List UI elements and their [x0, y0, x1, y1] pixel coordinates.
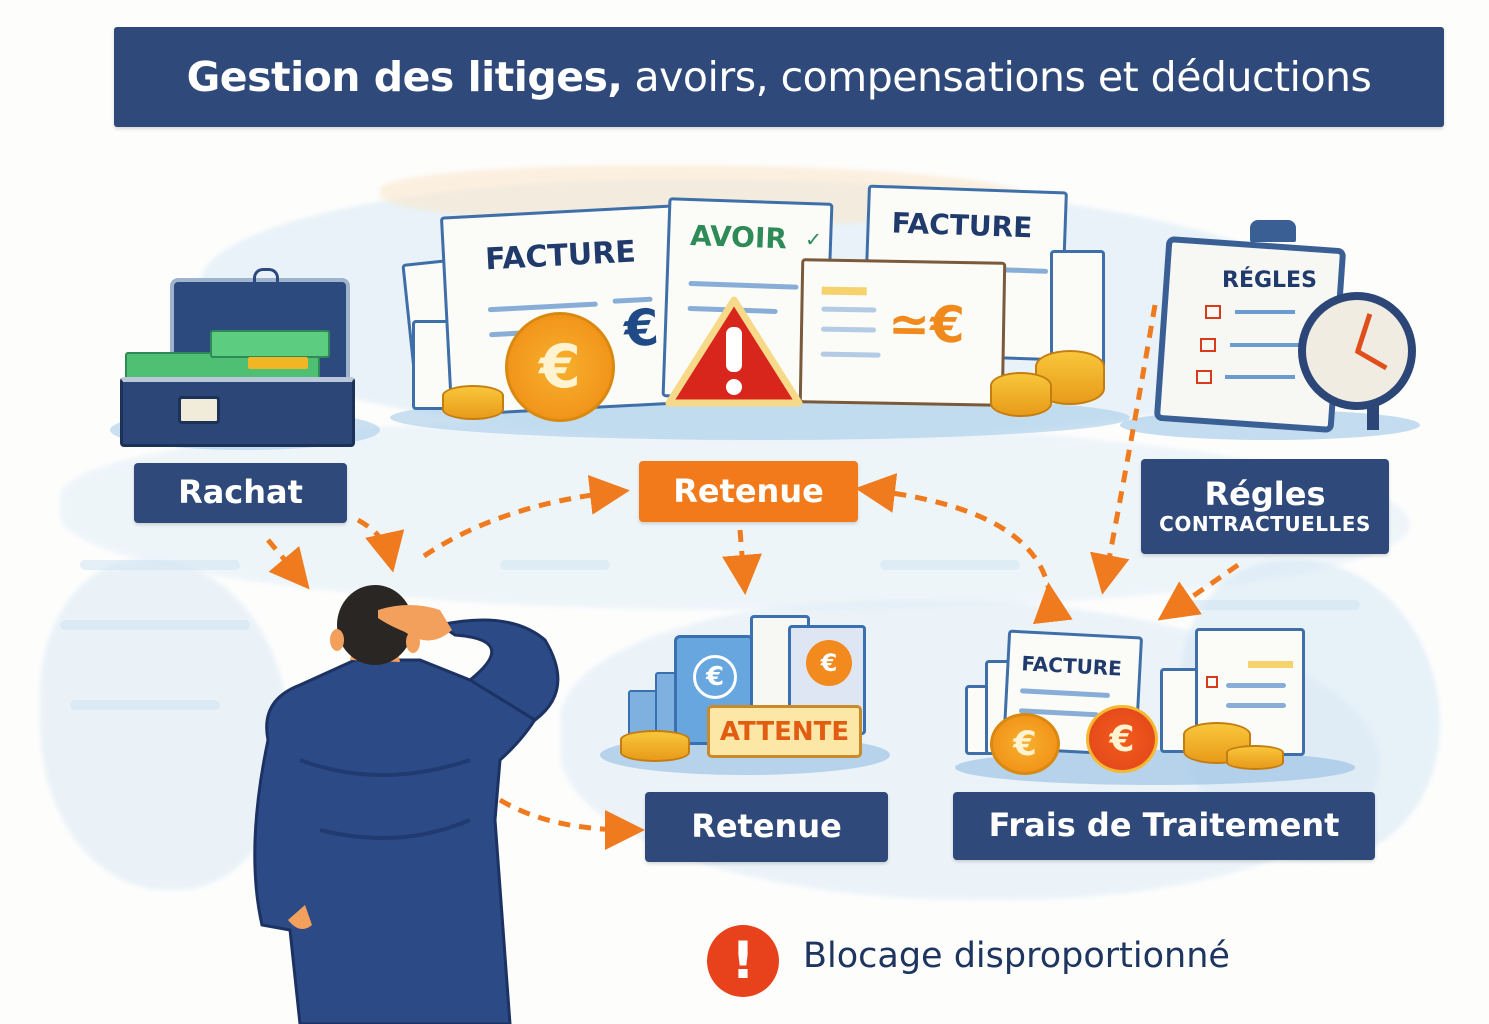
arrow-into-person — [356, 517, 405, 573]
checkbox-icon — [1196, 370, 1212, 384]
title-bold: Gestion des litiges, — [186, 53, 623, 101]
arrow-person-to-retenue-bottom — [498, 797, 645, 850]
retenue-top-label: Retenue — [639, 461, 858, 522]
arrow-retenue-down — [722, 529, 762, 595]
arrow-rules-down — [1090, 304, 1158, 595]
retenue-bottom-label: Retenue — [645, 792, 888, 862]
arrow-person-to-retenue — [422, 474, 630, 559]
euro-badge-icon: € — [806, 640, 852, 686]
title-banner: Gestion des litiges, avoirs, compensatio… — [114, 27, 1444, 127]
clipboard-title: RÉGLES — [1222, 268, 1317, 293]
euro-coin-icon: € — [505, 312, 615, 422]
coin-stack-icon — [442, 385, 504, 420]
euro-icon: € — [693, 655, 737, 699]
checkbox-icon — [1205, 305, 1221, 319]
rachat-label: Rachat — [134, 463, 347, 523]
checkbox-icon — [1200, 338, 1216, 352]
arrow-rachat-to-person — [266, 538, 310, 590]
regles-contractuelles-label: Régles CONTRACTUELLES — [1141, 459, 1389, 554]
euro-coin-icon: € — [1086, 705, 1158, 773]
arrow-retenue-frais — [855, 473, 1073, 625]
frais-de-traitement-label: Frais de Traitement — [953, 792, 1375, 860]
arrow-rules-to-frais — [1157, 562, 1240, 621]
blocage-text: Blocage disproportionné — [803, 936, 1230, 976]
alert-icon: ! — [707, 925, 779, 997]
euro-coin-icon: € — [990, 713, 1060, 775]
warning-icon — [665, 296, 803, 407]
attente-badge: ATTENTE — [707, 705, 862, 758]
title-light: avoirs, compensations et déductions — [634, 53, 1372, 101]
